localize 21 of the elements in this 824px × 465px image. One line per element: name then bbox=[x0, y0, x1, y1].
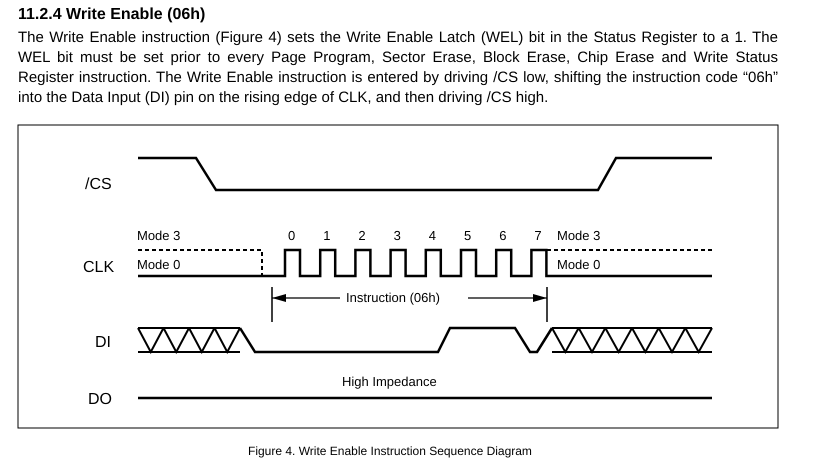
mode-label: Mode 3 bbox=[557, 229, 600, 242]
bit-number: 5 bbox=[464, 229, 472, 242]
section-heading: 11.2.4 Write Enable (06h) bbox=[18, 7, 206, 23]
bit-number: 2 bbox=[358, 229, 366, 242]
signal-name: DO bbox=[88, 392, 112, 408]
mode-label: Mode 3 bbox=[137, 229, 180, 242]
bit-number: 1 bbox=[323, 229, 330, 242]
bit-number: 4 bbox=[428, 229, 436, 242]
state-label: High Impedance bbox=[342, 375, 437, 388]
bit-number: 6 bbox=[499, 229, 506, 242]
mode-label: Mode 0 bbox=[557, 258, 600, 271]
signal-name: CLK bbox=[83, 260, 114, 276]
signal-name: /CS bbox=[85, 177, 112, 193]
signal-name: DI bbox=[95, 335, 111, 351]
bit-number: 7 bbox=[534, 229, 542, 242]
paragraph: The Write Enable instruction (Figure 4) sets the Write Enable Latch (WEL) bit in the Status Register to a 1. The WEL bit must be set prior to every Page Program, Sector Erase, Block Erase, Chip Erase and Write Status Register instruction. The Write Enable instruction is entered by driving /CS low, shifting the instruction code “06h” into the Data Input (DI) pin on the rising edge of CLK, and then driving /CS high. bbox=[18, 28, 778, 108]
mode-label: Mode 0 bbox=[137, 258, 180, 271]
bit-number: 0 bbox=[288, 229, 296, 242]
dimension-label: Instruction (06h) bbox=[346, 291, 440, 304]
figure-caption: Figure 4. Write Enable Instruction Sequence Diagram bbox=[248, 445, 532, 457]
bit-number: 3 bbox=[394, 229, 401, 242]
